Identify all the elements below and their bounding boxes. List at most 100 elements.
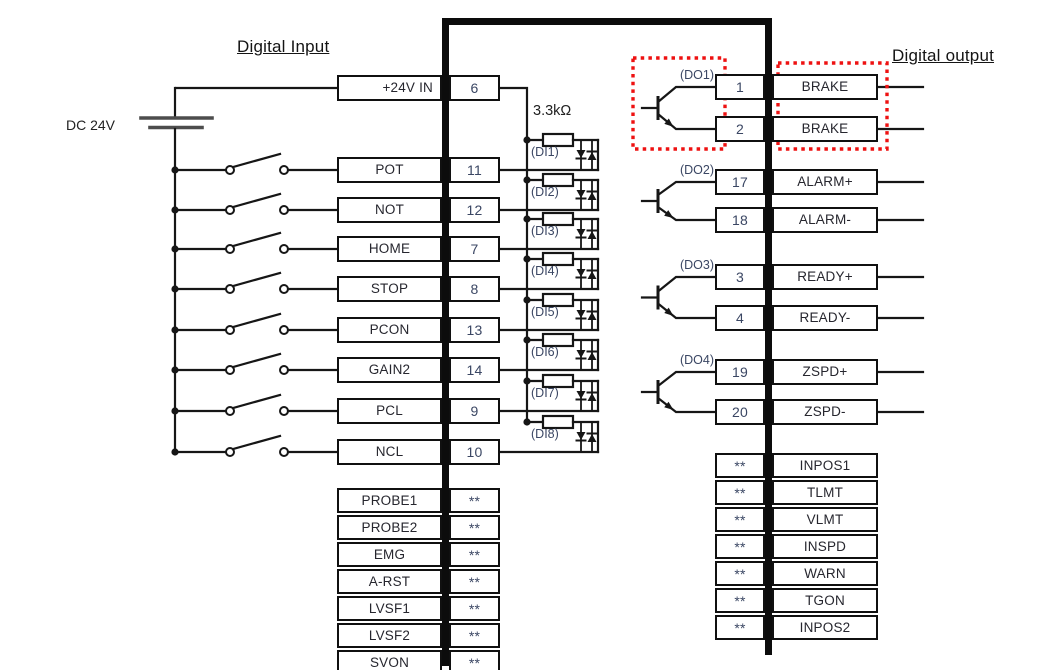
transistor-icon [640, 275, 715, 320]
input-supply-pin-box: 6 [449, 75, 500, 101]
battery-icon [139, 86, 214, 454]
output-row-brake-2-pin: 2 [715, 116, 765, 142]
output-reserved-inspd-label: INSPD [772, 534, 878, 559]
switch-icon [171, 231, 339, 254]
output-reserved-inspd-pin: ** [715, 534, 765, 559]
output-row-zspd-19-label: ZSPD+ [772, 359, 878, 385]
input-reserved-lvsf1-label: LVSF1 [337, 596, 442, 621]
input-reserved-probe2-label: PROBE2 [337, 515, 442, 540]
transistor-icon [640, 180, 715, 222]
output-reserved-inpos2-pin: ** [715, 615, 765, 640]
opto-label-di1: (DI1) [531, 145, 559, 159]
switch-icon [171, 152, 339, 175]
input-reserved-lvsf2-label: LVSF2 [337, 623, 442, 648]
output-row-alarm-17-label: ALARM+ [772, 169, 878, 195]
switch-icon [171, 312, 339, 335]
output-reserved-warn-pin: ** [715, 561, 765, 586]
output-reserved-tgon-pin: ** [715, 588, 765, 613]
output-reserved-tgon-label: TGON [772, 588, 878, 613]
input-row-stop-label: STOP [337, 276, 442, 302]
output-reserved-vlmt-pin: ** [715, 507, 765, 532]
input-row-home-label: HOME [337, 236, 442, 262]
output-row-alarm-18-pin: 18 [715, 207, 765, 233]
output-reserved-vlmt-label: VLMT [772, 507, 878, 532]
opto-label-di3: (DI3) [531, 224, 559, 238]
output-row-zspd-20-label: ZSPD- [772, 399, 878, 425]
do-group-label-do1: (DO1) [679, 68, 714, 82]
input-reserved-a-rst-pin: ** [449, 569, 500, 594]
input-supply-label-box: +24V IN [337, 75, 442, 101]
resistor-value-label: 3.3kΩ [533, 103, 572, 119]
output-reserved-inpos1-pin: ** [715, 453, 765, 478]
input-reserved-a-rst-label: A-RST [337, 569, 442, 594]
transistor-icon [640, 370, 715, 414]
output-row-alarm-18-label: ALARM- [772, 207, 878, 233]
input-reserved-probe1-pin: ** [449, 488, 500, 513]
input-reserved-svon-pin: ** [449, 650, 500, 670]
di-opto-circuit-icon [498, 211, 600, 251]
switch-icon [171, 192, 339, 215]
opto-label-di2: (DI2) [531, 185, 559, 199]
digital-output-title: Digital output [892, 46, 995, 65]
output-row-ready-3-label: READY+ [772, 264, 878, 290]
di-opto-circuit-icon [498, 414, 600, 454]
transistor-icon [640, 85, 715, 131]
output-row-zspd-19-pin: 19 [715, 359, 765, 385]
input-reserved-emg-pin: ** [449, 542, 500, 567]
input-row-pcon-label: PCON [337, 317, 442, 343]
opto-label-di4: (DI4) [531, 264, 559, 278]
output-row-brake-1-label: BRAKE [772, 74, 878, 100]
do-group-label-do4: (DO4) [679, 353, 714, 367]
input-reserved-probe1-label: PROBE1 [337, 488, 442, 513]
output-reserved-tlmt-label: TLMT [772, 480, 878, 505]
switch-icon [171, 271, 339, 294]
di-opto-circuit-icon [498, 292, 600, 332]
switch-icon [171, 393, 339, 416]
input-row-ncl-label: NCL [337, 439, 442, 465]
input-row-pcl-pin: 9 [449, 398, 500, 424]
do-group-label-do2: (DO2) [679, 163, 714, 177]
output-reserved-warn-label: WARN [772, 561, 878, 586]
switch-icon [171, 352, 339, 375]
output-row-zspd-20-pin: 20 [715, 399, 765, 425]
output-reserved-inpos1-label: INPOS1 [772, 453, 878, 478]
di-opto-circuit-icon [498, 132, 600, 172]
input-reserved-lvsf1-pin: ** [449, 596, 500, 621]
dc-24v-label: DC 24V [66, 117, 116, 133]
opto-label-di5: (DI5) [531, 305, 559, 319]
input-reserved-probe2-pin: ** [449, 515, 500, 540]
input-row-not-pin: 12 [449, 197, 500, 223]
output-row-ready-4-pin: 4 [715, 305, 765, 331]
di-opto-circuit-icon [498, 251, 600, 291]
digital-input-title: Digital Input [237, 37, 330, 56]
input-row-gain2-label: GAIN2 [337, 357, 442, 383]
input-row-ncl-pin: 10 [449, 439, 500, 465]
output-row-brake-1-pin: 1 [715, 74, 765, 100]
di-opto-circuit-icon [498, 373, 600, 413]
output-reserved-tlmt-pin: ** [715, 480, 765, 505]
input-row-not-label: NOT [337, 197, 442, 223]
connector-bar [442, 18, 772, 666]
input-reserved-lvsf2-pin: ** [449, 623, 500, 648]
opto-label-di8: (DI8) [531, 427, 559, 441]
opto-label-di7: (DI7) [531, 386, 559, 400]
highlight-box [631, 56, 889, 151]
di-opto-circuit-icon [498, 332, 600, 372]
di-opto-circuit-icon [498, 172, 600, 212]
input-row-pcl-label: PCL [337, 398, 442, 424]
output-reserved-inpos2-label: INPOS2 [772, 615, 878, 640]
output-row-ready-4-label: READY- [772, 305, 878, 331]
output-row-brake-2-label: BRAKE [772, 116, 878, 142]
input-reserved-emg-label: EMG [337, 542, 442, 567]
switch-icon [171, 434, 339, 457]
output-row-alarm-17-pin: 17 [715, 169, 765, 195]
input-row-pot-pin: 11 [449, 157, 500, 183]
input-row-home-pin: 7 [449, 236, 500, 262]
input-row-stop-pin: 8 [449, 276, 500, 302]
input-row-pot-label: POT [337, 157, 442, 183]
input-row-gain2-pin: 14 [449, 357, 500, 383]
opto-label-di6: (DI6) [531, 345, 559, 359]
output-row-ready-3-pin: 3 [715, 264, 765, 290]
